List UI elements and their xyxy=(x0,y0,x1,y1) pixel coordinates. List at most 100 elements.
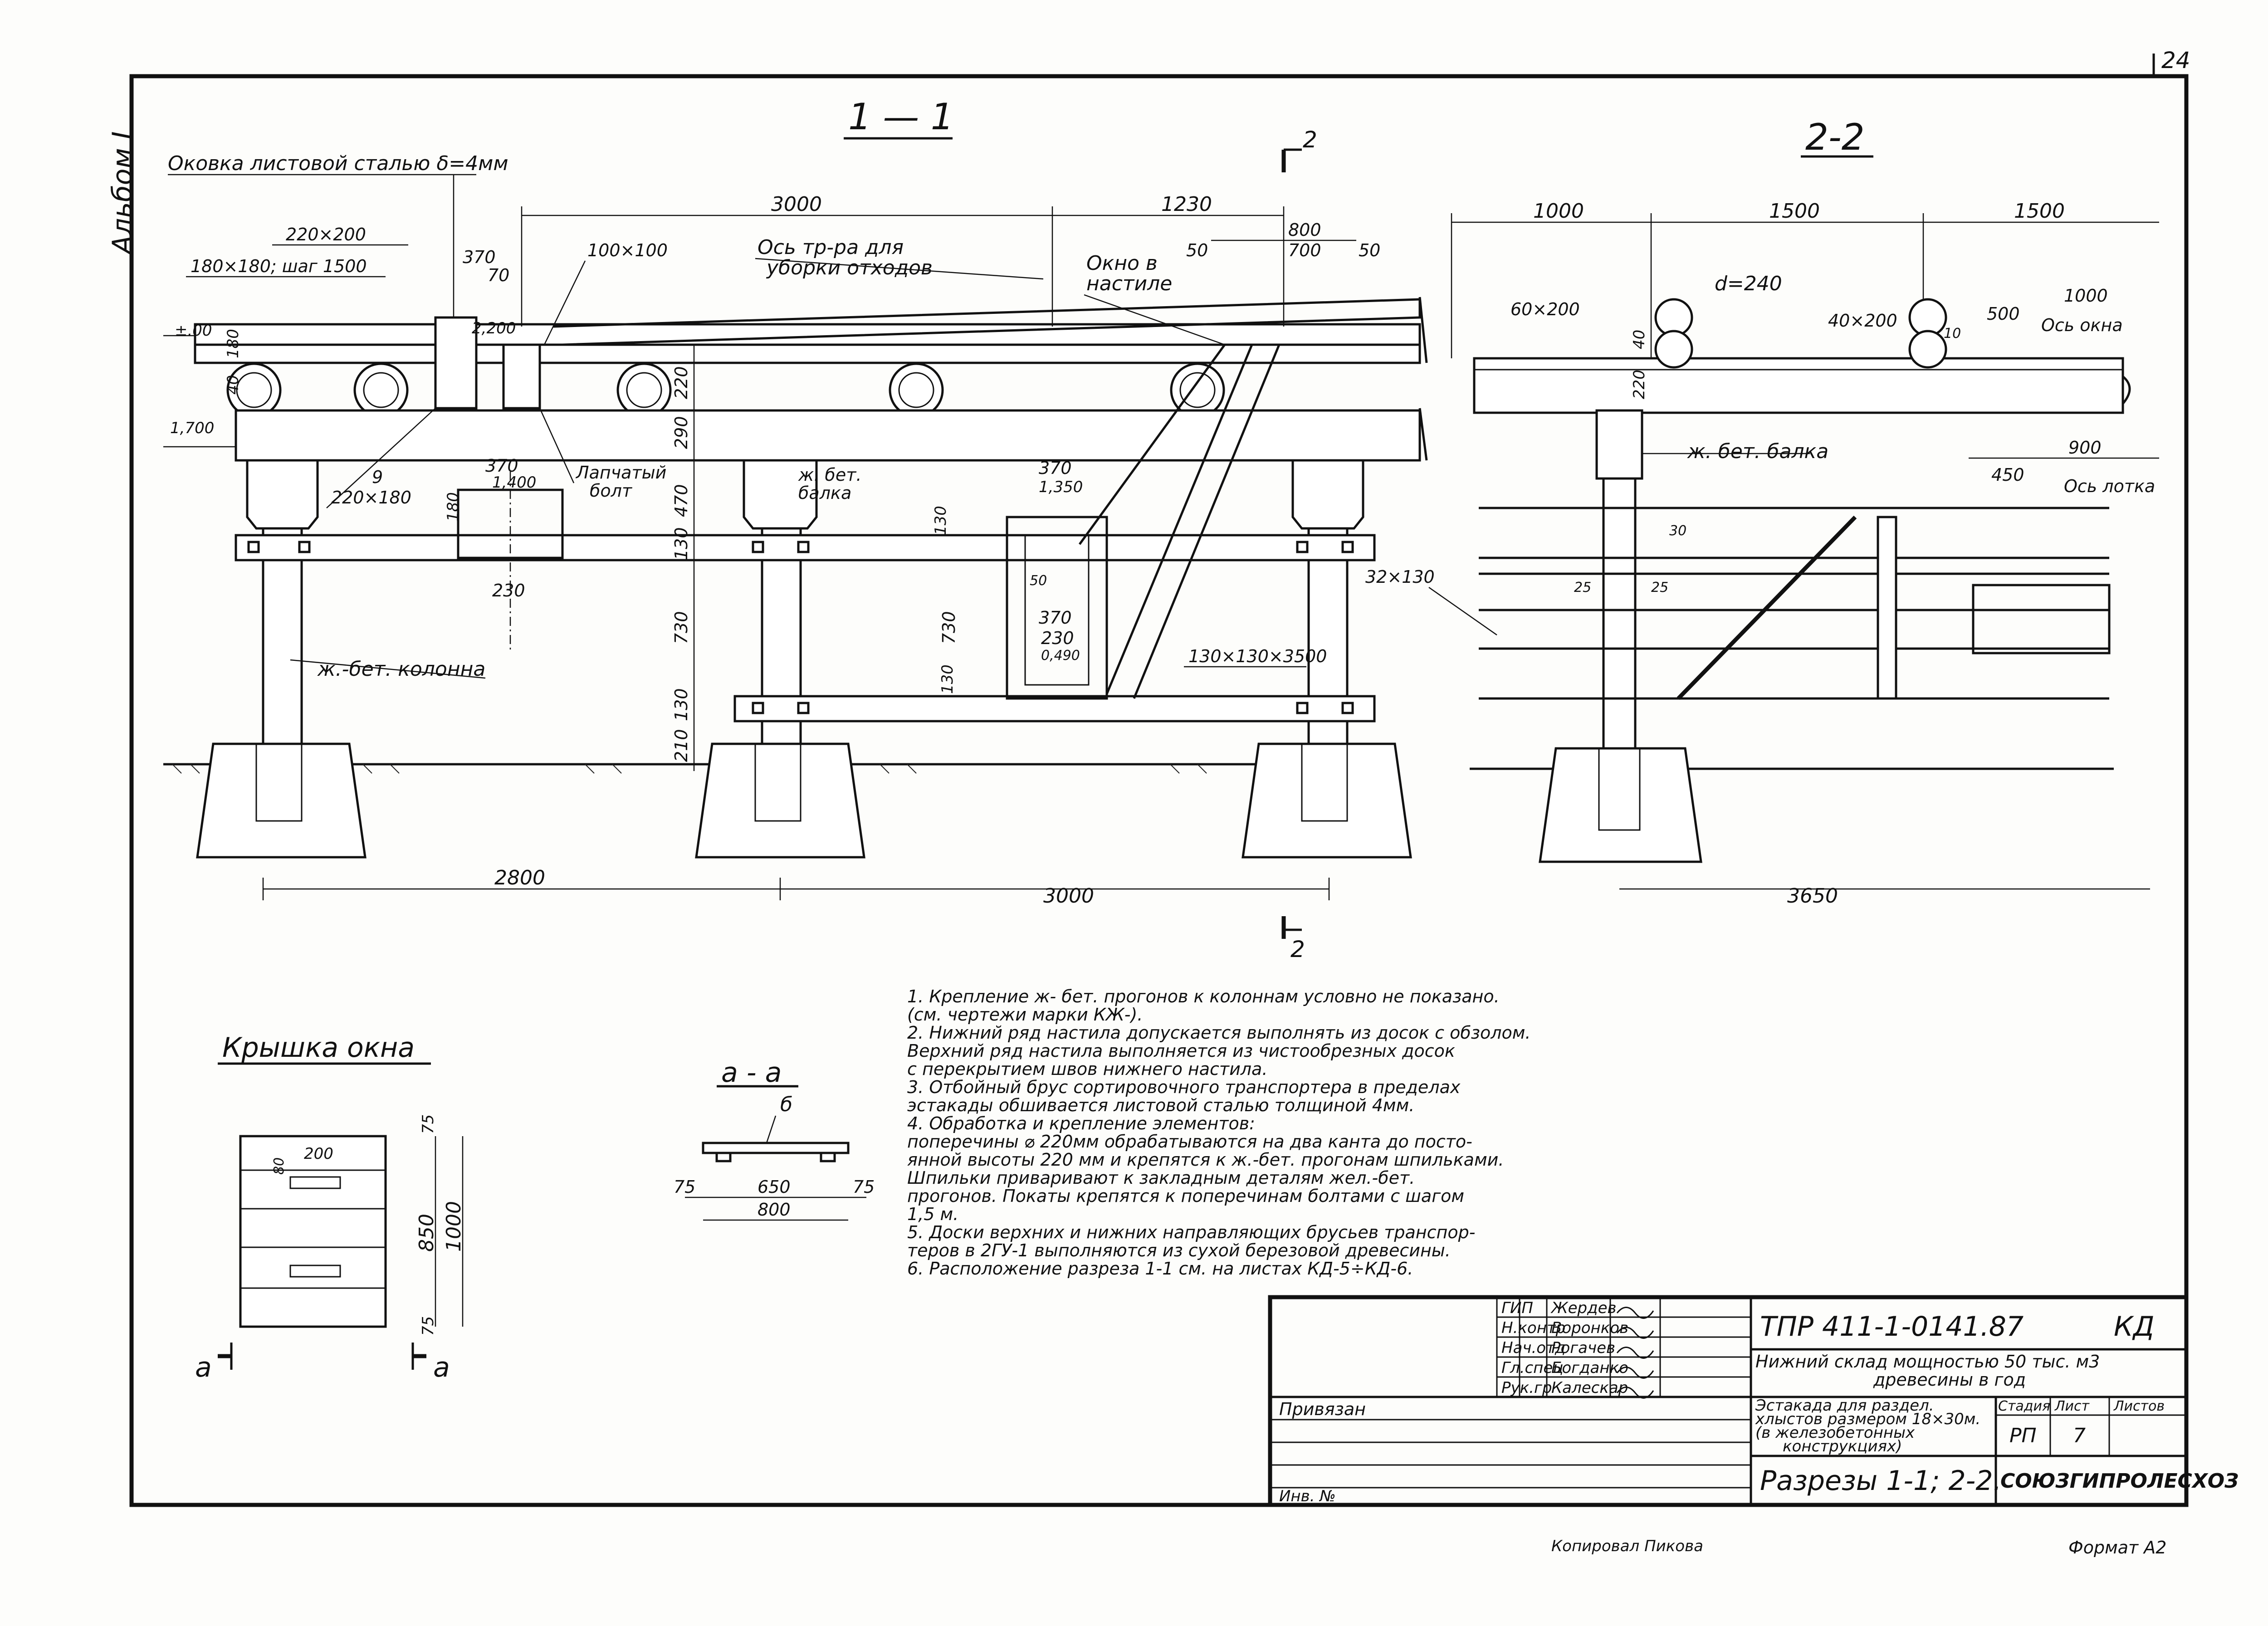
ground-hatch xyxy=(172,764,1207,774)
tb-name: Воронков xyxy=(1551,1319,1628,1337)
tb-sheet: 7 xyxy=(2073,1424,2086,1447)
tb-role: Гл.спец xyxy=(1501,1359,1563,1377)
tb-inv: Инв. № xyxy=(1279,1487,1336,1505)
aa-cleat-left xyxy=(715,1152,732,1162)
tb-object-title-1: Нижний склад мощностью 50 тыс. м3 xyxy=(1755,1352,2100,1372)
dim-370-b: 370 xyxy=(485,456,518,476)
s22-dim-1000: 1000 xyxy=(1533,200,1584,223)
dim-130-a: 130 xyxy=(932,506,950,535)
note-line: 3. Отбойный брус сортировочного транспор… xyxy=(907,1077,1461,1097)
tb-role: Рук.гр xyxy=(1501,1379,1552,1397)
s22-label-tray-axis: Ось лотка xyxy=(2064,476,2155,496)
dim-370-c: 370 xyxy=(1039,458,1072,478)
brace-bolts xyxy=(247,541,1354,714)
wc-dim-200: 200 xyxy=(304,1145,333,1163)
s22-log-4 xyxy=(1908,330,1947,369)
wc-dim-1000: 1000 xyxy=(442,1201,465,1252)
section-2-2-title: 2-2 xyxy=(1805,116,1865,158)
vdim-40: 40 xyxy=(224,375,242,395)
s22-dim-25-a: 25 xyxy=(1574,580,1591,596)
wc-dim-75-a: 75 xyxy=(419,1114,437,1134)
beam-block xyxy=(434,316,478,410)
foundation-mid xyxy=(695,742,865,859)
tb-sheet-header: Лист xyxy=(2054,1398,2090,1414)
note-line: с перекрытием швов нижнего настила. xyxy=(907,1059,1267,1079)
label-beam-180: 180×180; шаг 1500 xyxy=(191,256,367,276)
wc-dim-850: 850 xyxy=(415,1214,438,1252)
label-nine: 9 xyxy=(372,467,383,487)
s22-dim-10: 10 xyxy=(1944,326,1961,342)
lower-brace xyxy=(733,695,1376,723)
aa-dim-800: 800 xyxy=(758,1200,791,1220)
tb-element-3: (в железобетонных xyxy=(1755,1424,1915,1442)
leader-block-220 xyxy=(326,408,436,508)
tb-object-title-2: древесины в год xyxy=(1873,1370,2026,1390)
format-label: Формат А2 xyxy=(2068,1538,2166,1558)
wc-cut-left-label: а xyxy=(195,1352,212,1383)
aa-dim-75-b: 75 xyxy=(853,1177,875,1197)
wc-handle-1 xyxy=(289,1176,341,1189)
socket-left xyxy=(255,743,303,822)
label-rc-column: ж.-бет. колонна xyxy=(317,658,485,681)
level-1700: 1,700 xyxy=(170,419,214,437)
vdim-290: 290 xyxy=(671,416,691,449)
s22-vdim-220: 220 xyxy=(1630,370,1648,399)
sleeper-logs xyxy=(226,362,1225,418)
note-line: Шпильки приваривают к закладным деталям … xyxy=(907,1168,1415,1188)
socket-right xyxy=(1301,743,1348,822)
deck-top-board xyxy=(194,323,1421,346)
tb-element-1: Эстакада для раздел. xyxy=(1755,1397,1934,1415)
sloped-chute-1 xyxy=(1105,344,1253,694)
label-cladding: Оковка листовой сталью δ=4мм xyxy=(168,152,508,175)
tb-name: Жердев xyxy=(1550,1299,1617,1317)
transporter-frame xyxy=(1006,516,1108,700)
aa-dim-650: 650 xyxy=(758,1177,791,1197)
s22-label-diameter: d=240 xyxy=(1715,272,1782,295)
foundation-right xyxy=(1242,742,1412,859)
leader-rc-column xyxy=(290,659,486,679)
aa-dim-75-a: 75 xyxy=(674,1177,695,1197)
corner-number: 24 xyxy=(2161,47,2190,73)
transport-chute xyxy=(553,298,1421,346)
s22-dim-900: 900 xyxy=(2068,438,2102,458)
vdim-130-b: 130 xyxy=(671,688,691,721)
s22-dim-1500-b: 1500 xyxy=(2014,200,2065,223)
column-head-mid xyxy=(743,459,818,530)
s22-tray xyxy=(1972,584,2111,654)
window-cover-title: Крышка окна xyxy=(222,1032,415,1064)
dim-50-a: 50 xyxy=(1186,240,1208,260)
aa-label-b: б xyxy=(780,1093,792,1116)
upper-brace xyxy=(235,534,1376,562)
sloped-chute-3 xyxy=(1078,344,1226,545)
note-line: 6. Расположение разреза 1-1 см. на листа… xyxy=(907,1259,1413,1279)
dim-3000-bottom: 3000 xyxy=(1043,884,1094,908)
vdim-470: 470 xyxy=(671,484,691,517)
label-window-1: Окно в xyxy=(1086,252,1158,275)
label-transport-axis-1: Ось тр-ра для xyxy=(758,236,904,259)
section-a-a-title: а - а xyxy=(721,1057,782,1089)
girder-break xyxy=(1418,408,1428,461)
s22-rc-beam xyxy=(1595,409,1643,480)
s22-deck-end xyxy=(2122,376,2131,405)
note-line: эстакады обшивается листовой сталью толщ… xyxy=(907,1095,1414,1115)
note-line: (см. чертежи марки КЖ-). xyxy=(907,1005,1143,1025)
s22-label-window-axis: Ось окна xyxy=(2041,315,2123,335)
copied-label: Копировал Пикова xyxy=(1551,1537,1703,1555)
dim-2200: 2,200 xyxy=(472,319,516,337)
rc-girder xyxy=(235,409,1421,462)
note-line: 5. Доски верхних и нижних направляющих б… xyxy=(907,1222,1475,1242)
vdim-210: 210 xyxy=(671,729,691,762)
label-post: 130×130×3500 xyxy=(1188,646,1327,666)
transporter-inner xyxy=(1024,534,1090,686)
foundation-left xyxy=(196,742,367,859)
s22-foundation xyxy=(1539,747,1702,863)
dim-3000-top: 3000 xyxy=(771,193,822,216)
tb-doc-code: ТПР 411-1-0141.87 xyxy=(1760,1311,2024,1343)
s22-label-board-32: 32×130 xyxy=(1365,567,1435,587)
bumper-block xyxy=(502,343,541,410)
note-line: янной высоты 220 мм и крепятся к ж.-бет.… xyxy=(907,1150,1504,1170)
s22-socket xyxy=(1598,747,1641,831)
s22-dim-30: 30 xyxy=(1669,523,1686,539)
label-transport-axis-2: уборки отходов xyxy=(766,256,933,279)
